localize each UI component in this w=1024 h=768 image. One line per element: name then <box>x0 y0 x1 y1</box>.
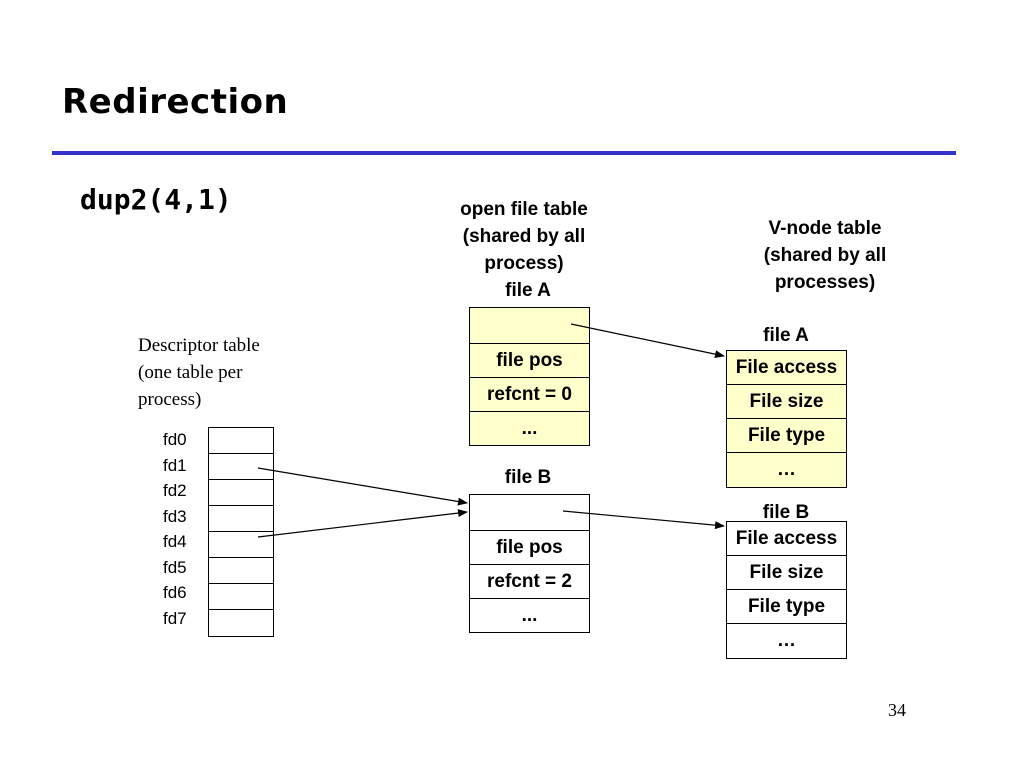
fd-slot-2 <box>209 480 273 506</box>
title-divider <box>52 151 956 155</box>
fd-slot-6 <box>209 584 273 610</box>
open-file-table-header: open file table (shared by all process) <box>460 199 588 274</box>
vnode-a-file-access: File access <box>727 351 846 385</box>
vnode-entry-b: File access File size File type … <box>726 521 847 659</box>
open-file-b-vnode-pointer <box>470 495 589 531</box>
vnode-a-file-type: File type <box>727 419 846 453</box>
vnode-table-header: V-node table (shared by all processes) <box>763 218 887 293</box>
open-file-entry-a: file pos refcnt = 0 ... <box>469 307 590 446</box>
page-number: 34 <box>888 700 906 720</box>
vnode-b-file-size: File size <box>727 556 846 590</box>
fd-slot-7 <box>209 610 273 636</box>
vnode-file-b-label: file B <box>762 502 810 523</box>
arrow-open-a-to-vnode-a <box>570 323 725 359</box>
vnode-b-file-access: File access <box>727 522 846 556</box>
open-file-b-label: file B <box>504 467 552 488</box>
fd-label: fd0 <box>163 430 187 449</box>
fd-label: fd2 <box>163 481 187 500</box>
fd-label: fd4 <box>163 532 187 551</box>
open-file-a-more: ... <box>470 412 589 445</box>
open-file-a-refcnt: refcnt = 0 <box>470 378 589 412</box>
vnode-file-a-label: file A <box>763 325 809 346</box>
fd-slot-0 <box>209 428 273 454</box>
fd-label: fd5 <box>163 557 187 577</box>
descriptor-table-label: Descriptor table (one table per process) <box>138 335 260 410</box>
open-file-b-more: ... <box>521 604 538 626</box>
open-file-b-refcnt: refcnt = 2 <box>470 565 589 599</box>
fd-label: fd3 <box>163 506 187 526</box>
arrow-fd4-to-open-b <box>257 509 468 538</box>
open-file-b-file-pos: file pos <box>470 531 589 565</box>
open-file-a-label: file A <box>505 280 551 301</box>
vnode-a-more: … <box>727 453 846 487</box>
fd-label: fd1 <box>163 455 187 475</box>
arrow-fd1-to-open-b <box>257 467 468 506</box>
slide-subtitle: dup2(4,1) <box>80 183 232 216</box>
fd-label: fd6 <box>163 583 187 602</box>
fd-labels: fd0 fd1 fd2 fd3 fd4 fd5 fd6 fd7 <box>163 427 187 631</box>
vnode-a-file-size: File size <box>727 385 846 419</box>
vnode-b-more: … <box>777 630 796 651</box>
fd-slot-1 <box>209 454 273 480</box>
open-file-a-vnode-pointer <box>470 308 589 344</box>
slide-title: Redirection <box>62 82 289 122</box>
fd-slot-5 <box>209 558 273 584</box>
vnode-entry-a: File access File size File type … <box>726 350 847 488</box>
vnode-b-file-type: File type <box>727 590 846 624</box>
arrow-open-b-to-vnode-b <box>562 510 725 530</box>
fd-label: fd7 <box>163 608 187 628</box>
fd-slot-3 <box>209 506 273 532</box>
open-file-entry-b: file pos refcnt = 2 ... <box>469 494 590 633</box>
open-file-a-file-pos: file pos <box>470 344 589 378</box>
